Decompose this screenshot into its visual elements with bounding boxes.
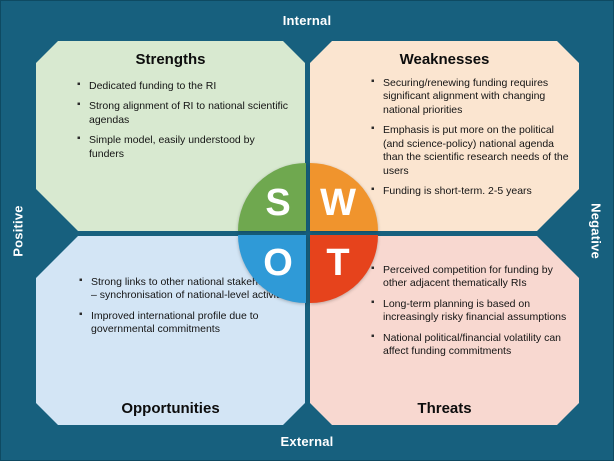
list-item: Strong links to other national stakehold… xyxy=(78,275,295,303)
threats-list: Perceived competition for funding by oth… xyxy=(370,263,571,400)
list-item: Funding is short-term. 2-5 years xyxy=(370,184,571,198)
list-item: Improved international profile due to go… xyxy=(78,309,295,337)
quadrant-strengths: Strengths Dedicated funding to the RI St… xyxy=(36,41,305,231)
quadrant-grid: Strengths Dedicated funding to the RI St… xyxy=(36,41,579,425)
list-item: Emphasis is put more on the political (a… xyxy=(370,123,571,178)
list-item: National political/financial volatility … xyxy=(370,331,571,359)
axis-label-internal: Internal xyxy=(282,13,332,28)
strengths-title: Strengths xyxy=(135,51,206,68)
circle-quarter-o: O xyxy=(238,235,306,303)
axis-label-positive: Positive xyxy=(10,204,26,257)
list-item: Strong alignment of RI to national scien… xyxy=(76,99,289,127)
opportunities-title: Opportunities xyxy=(121,400,220,417)
quadrant-opportunities: Strong links to other national stakehold… xyxy=(36,236,305,425)
circle-quarter-w: W xyxy=(310,163,378,231)
strengths-list: Dedicated funding to the RI Strong align… xyxy=(76,79,289,168)
axis-label-negative: Negative xyxy=(588,202,604,259)
circle-quarter-t: T xyxy=(310,235,378,303)
weaknesses-title: Weaknesses xyxy=(399,51,490,68)
list-item: Securing/renewing funding requires signi… xyxy=(370,76,571,117)
list-item: Perceived competition for funding by oth… xyxy=(370,263,571,291)
opportunities-list: Strong links to other national stakehold… xyxy=(78,275,295,400)
weaknesses-list: Securing/renewing funding requires signi… xyxy=(370,76,571,206)
threats-title: Threats xyxy=(417,400,472,417)
swot-center-circle: S W O T xyxy=(238,163,378,303)
list-item: Dedicated funding to the RI xyxy=(76,79,289,93)
axis-label-external: External xyxy=(280,434,334,449)
circle-quarter-s: S xyxy=(238,163,306,231)
list-item: Simple model, easily understood by funde… xyxy=(76,133,289,161)
list-item: Long-term planning is based on increasin… xyxy=(370,297,571,325)
